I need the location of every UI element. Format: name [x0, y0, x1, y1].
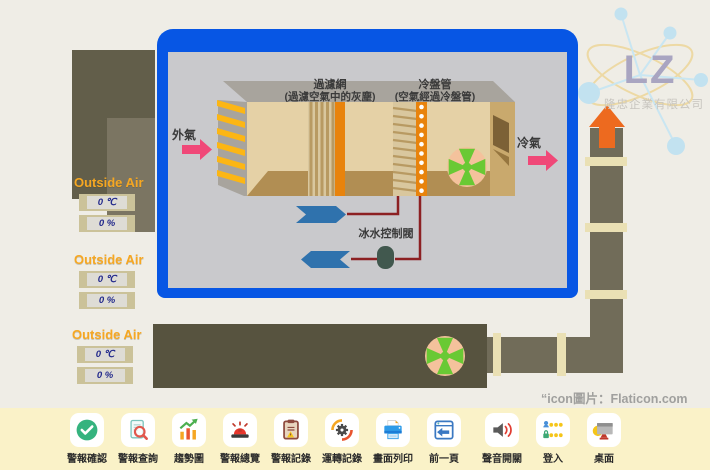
outside-air-sensor-group: Outside Air 0 ℃ 0 % — [72, 327, 142, 384]
siren-icon — [231, 421, 249, 438]
temperature-display: 0 ℃ — [79, 271, 135, 288]
humidity-display: 0 % — [77, 367, 133, 384]
search-document-icon — [130, 419, 148, 440]
cold-air-flow-label: 冷氣 — [517, 136, 542, 150]
filter-title: 過濾網 — [313, 79, 347, 91]
outside-air-flow-label: 外氣 — [172, 128, 197, 142]
sound-toggle-button[interactable]: 聲音開關 — [479, 413, 525, 465]
check-circle-icon — [76, 419, 98, 441]
coil-subtitle: (空氣經過冷盤管) — [394, 91, 476, 104]
coil-label: 冷盤管 (空氣經過冷盤管) — [375, 79, 495, 104]
monitor-icon — [592, 423, 613, 440]
valve-label: 冰水控制閥 — [358, 228, 414, 240]
humidity-display: 0 % — [79, 215, 135, 232]
outside-air-sensor-group: Outside Air 0 ℃ 0 % — [74, 175, 144, 232]
cooling-coil-section — [392, 102, 427, 196]
chilled-water-piping — [296, 196, 422, 269]
alarm-confirm-button[interactable]: 警報確認 — [64, 413, 110, 465]
outside-air-arrow — [182, 139, 212, 160]
alarm-record-button[interactable]: 警報記錄 — [268, 413, 314, 465]
filter-bar — [335, 102, 345, 196]
temperature-display: 0 ℃ — [79, 194, 135, 211]
alarm-overview-button[interactable]: 警報總覽 — [217, 413, 263, 465]
ahu-diagram — [182, 81, 558, 269]
supply-duct — [153, 105, 627, 388]
password-login-icon — [543, 420, 563, 439]
trend-chart-button[interactable]: 趨勢圖 — [166, 413, 212, 465]
intake-louvers — [217, 100, 245, 184]
icon-attribution: “icon圖片：Flaticon.com — [541, 392, 688, 406]
intake-duct — [72, 50, 155, 232]
window-back-icon — [434, 420, 454, 440]
duct-flange — [493, 157, 627, 376]
printer-icon — [384, 420, 402, 440]
toolbar: 警報確認 警報查詢 趨勢圖 — [0, 408, 710, 470]
temperature-display: 0 ℃ — [77, 346, 133, 363]
login-button[interactable]: 登入 — [530, 413, 576, 465]
water-valve — [377, 246, 394, 269]
ahu-roof — [223, 81, 515, 102]
gear-ring-icon — [331, 419, 353, 441]
run-record-button[interactable]: 運轉記錄 — [319, 413, 365, 465]
filter-label: 過濾網 (過濾空氣中的灰塵) — [270, 79, 390, 104]
trend-chart-icon — [179, 418, 198, 440]
previous-page-button[interactable]: 前一頁 — [421, 413, 467, 465]
filter-section — [308, 102, 345, 196]
outside-air-label: Outside Air — [74, 252, 144, 267]
clipboard-alert-icon — [283, 419, 299, 440]
company-logo: LZ — [623, 48, 677, 92]
filter-subtitle: (過濾空氣中的灰塵) — [284, 91, 376, 104]
coil-title: 冷盤管 — [418, 79, 452, 91]
water-in-arrow — [296, 206, 346, 223]
outside-air-sensor-group: Outside Air 0 ℃ 0 % — [74, 252, 144, 309]
outside-air-label: Outside Air — [74, 175, 144, 190]
up-arrow-icon — [589, 105, 625, 148]
desktop-button[interactable]: 桌面 — [581, 413, 627, 465]
humidity-display: 0 % — [79, 292, 135, 309]
chilled-water-pipe — [347, 196, 422, 261]
water-out-arrow — [301, 251, 350, 268]
ahu-outlet — [490, 102, 515, 196]
alarm-query-button[interactable]: 警報查詢 — [115, 413, 161, 465]
cold-air-arrow — [528, 150, 558, 171]
duct-fan-icon — [425, 336, 465, 376]
print-screen-button[interactable]: 畫面列印 — [370, 413, 416, 465]
outside-air-label: Outside Air — [72, 327, 142, 342]
ahu-unit — [217, 81, 515, 196]
coil-bar — [416, 102, 427, 196]
atom-graphic — [578, 7, 708, 155]
ahu-fan-icon — [447, 147, 487, 187]
company-name: 隆忠企業有限公司 — [604, 99, 704, 111]
speaker-icon — [493, 423, 512, 437]
